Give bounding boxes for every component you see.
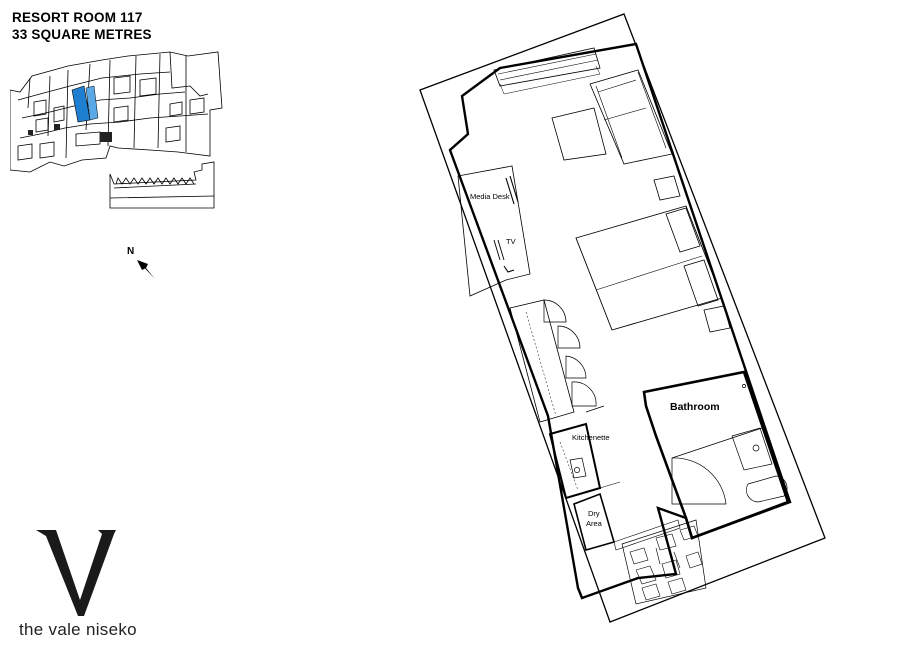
media-desk <box>457 165 531 297</box>
media-desk-label: Media Desk <box>470 192 510 201</box>
room-floor-plan: Media Desk TV Kitchenette Bathroom Dry A… <box>419 13 826 623</box>
room-name: RESORT ROOM 117 <box>12 10 143 25</box>
wardrobe <box>509 299 575 423</box>
north-compass: N <box>124 244 164 284</box>
resort-site-plan <box>10 51 223 209</box>
dry-label: Dry <box>588 509 600 518</box>
kitchenette-label: Kitchenette <box>572 433 610 442</box>
north-label: N <box>127 246 135 257</box>
inner-wall <box>448 42 792 600</box>
vale-niseko-logo-icon <box>36 530 116 616</box>
tv-label: TV <box>506 237 516 246</box>
bed <box>575 205 723 331</box>
brand-name: the vale niseko <box>19 620 137 639</box>
area-label: Area <box>586 519 603 528</box>
room-size: 33 SQUARE METRES <box>12 27 152 42</box>
room-title-block: RESORT ROOM 117 33 SQUARE METRES <box>12 9 152 43</box>
bathroom-zone <box>642 370 790 540</box>
bathroom-label: Bathroom <box>670 401 720 413</box>
outer-wall <box>419 13 826 623</box>
